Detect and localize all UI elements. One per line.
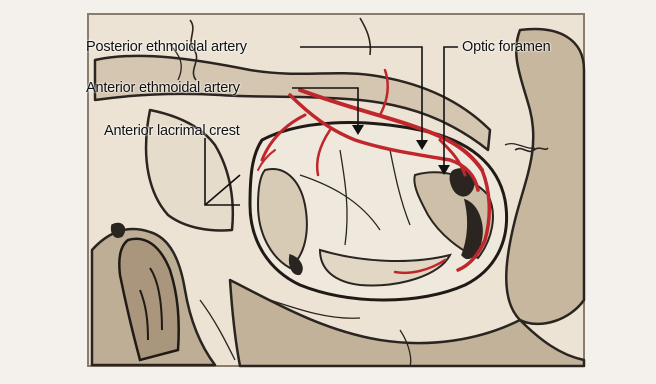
- label-anterior-lacrimal-crest: Anterior lacrimal crest: [104, 123, 240, 139]
- label-posterior-ethmoidal-artery: Posterior ethmoidal artery: [86, 39, 247, 55]
- label-optic-foramen: Optic foramen: [462, 39, 550, 55]
- label-anterior-ethmoidal-artery: Anterior ethmoidal artery: [86, 80, 240, 96]
